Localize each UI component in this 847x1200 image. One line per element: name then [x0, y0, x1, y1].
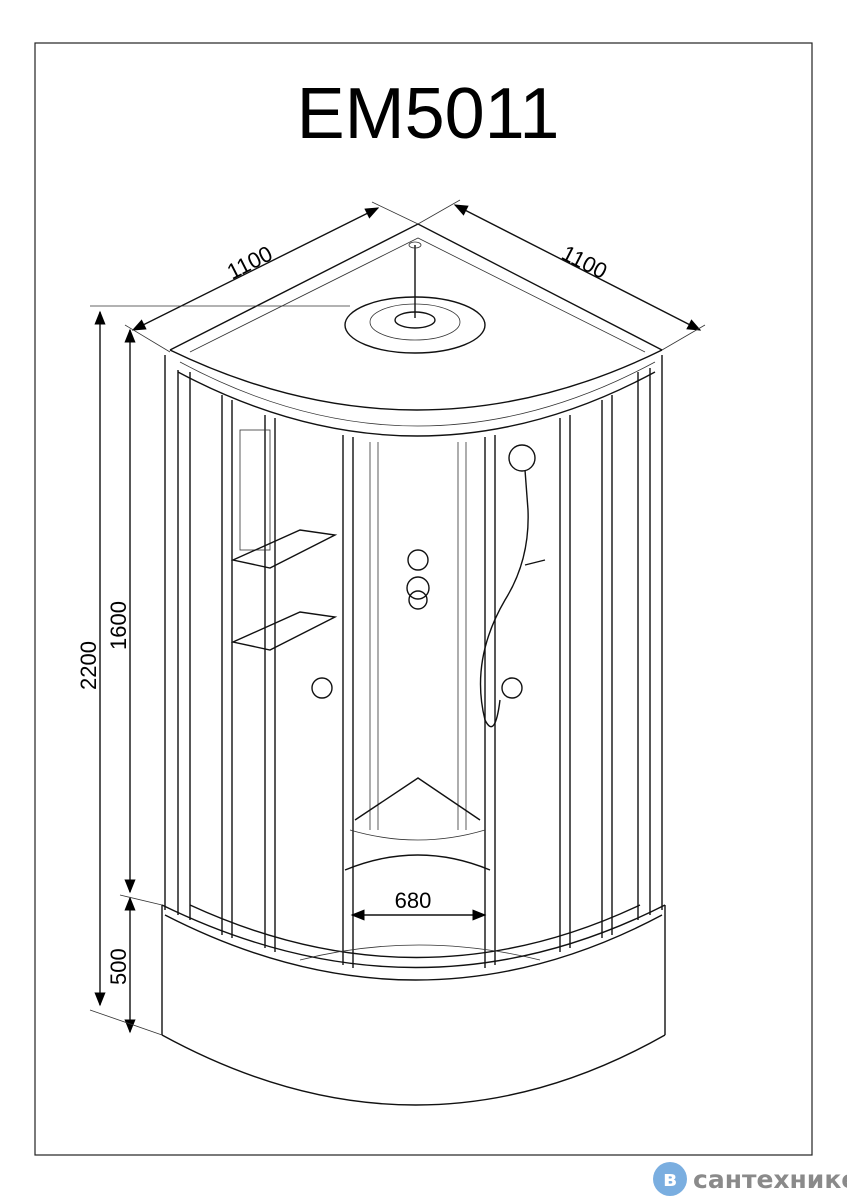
cabin-frame: [164, 355, 663, 968]
dimension-lines: [89, 199, 706, 1036]
watermark-text: сантехнике: [693, 1164, 847, 1194]
drawing-frame: [34, 42, 813, 1156]
dim-width-left: 1100: [223, 241, 277, 285]
shower-tray: [161, 904, 666, 1106]
model-title: EM5011: [297, 74, 560, 154]
dim-entrance-width: 680: [395, 888, 432, 913]
watermark: в сантехнике: [653, 1162, 847, 1196]
dim-tray-height: 500: [106, 948, 131, 985]
dim-width-right: 1100: [558, 240, 612, 284]
dim-cabin-height: 1600: [106, 601, 131, 650]
watermark-logo: в: [653, 1162, 687, 1196]
dim-total-height: 2200: [76, 641, 101, 690]
